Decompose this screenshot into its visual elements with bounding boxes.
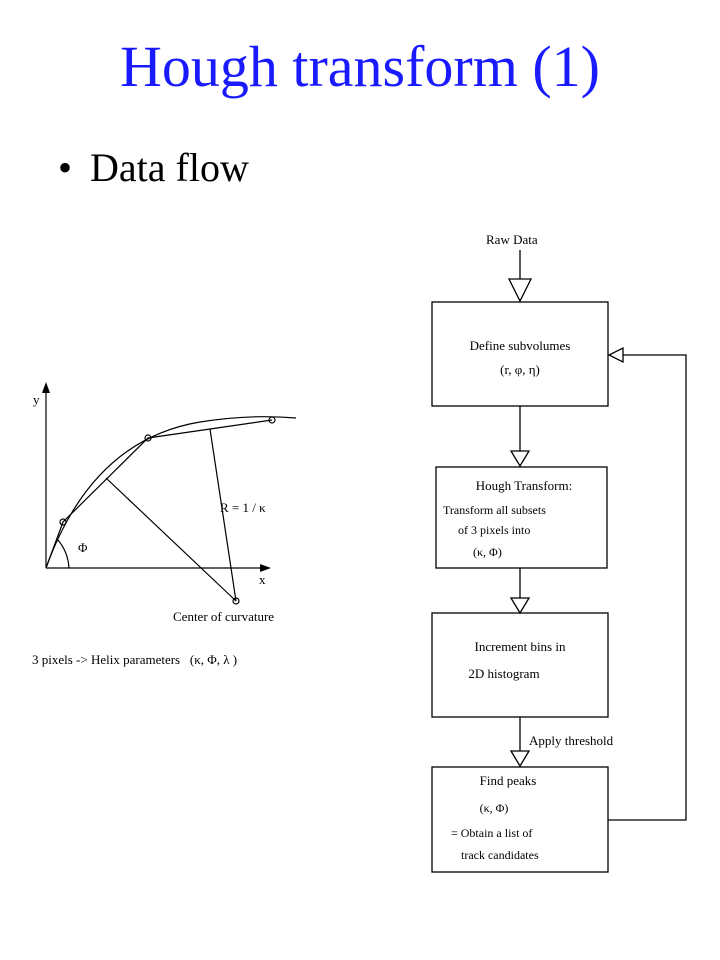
box4-line1: Find peaks <box>480 773 537 788</box>
center-of-curvature-label: Center of curvature <box>173 609 274 624</box>
threshold-label: Apply threshold <box>529 733 614 748</box>
arrow-3-4 <box>509 750 531 768</box>
arrow-2-3 <box>509 597 531 615</box>
x-axis-arrow <box>260 564 271 572</box>
pixel-point-1 <box>59 518 67 526</box>
radius-label: R = 1 / κ <box>220 500 266 515</box>
box2-line2: Transform all subsets <box>443 503 546 517</box>
box3-line1: Increment bins in <box>475 639 566 654</box>
box2-line4: (κ, Φ) <box>473 545 502 559</box>
bullet-text: Data flow <box>90 145 249 190</box>
helix-geometry-sketch <box>42 382 297 605</box>
bullet-item: • Data flow <box>58 148 249 188</box>
y-axis-label: y <box>33 392 40 407</box>
box-define-subvolumes <box>431 301 609 407</box>
box-hough-transform <box>435 466 608 569</box>
box1-line1: Define subvolumes <box>470 338 571 353</box>
box1-line2: (r, φ, η) <box>500 362 540 377</box>
pixel-point-2 <box>144 434 152 442</box>
track-arc <box>45 416 297 569</box>
feedback-arrow <box>607 346 624 364</box>
box3-line2: 2D histogram <box>468 666 539 681</box>
phi-label: Φ <box>78 540 88 555</box>
curvature-center-point <box>232 597 240 605</box>
feedback-loop-line <box>608 354 687 821</box>
y-axis-arrow <box>42 382 50 393</box>
box4-line2: (κ, Φ) <box>480 801 509 815</box>
slide-title: Hough transform (1) <box>119 34 600 99</box>
arrow-input <box>507 278 533 303</box>
flowchart <box>431 250 687 873</box>
radius-line-2 <box>209 428 237 602</box>
box4-line3: = Obtain a list of <box>451 826 532 840</box>
box2-line1: Hough Transform: <box>476 478 572 493</box>
x-axis-label: x <box>259 572 266 587</box>
arrow-1-2 <box>509 450 531 468</box>
phi-angle-arc <box>57 539 70 569</box>
bullet-dot: • <box>58 145 73 190</box>
box-increment-bins <box>431 612 609 718</box>
radius-line-1 <box>105 477 237 602</box>
box4-line4: track candidates <box>461 848 539 862</box>
helix-caption: 3 pixels -> Helix parameters (κ, Φ, λ ) <box>32 652 237 667</box>
raw-data-label: Raw Data <box>486 232 538 247</box>
box2-line3: of 3 pixels into <box>458 523 530 537</box>
pixel-point-3 <box>268 416 276 424</box>
